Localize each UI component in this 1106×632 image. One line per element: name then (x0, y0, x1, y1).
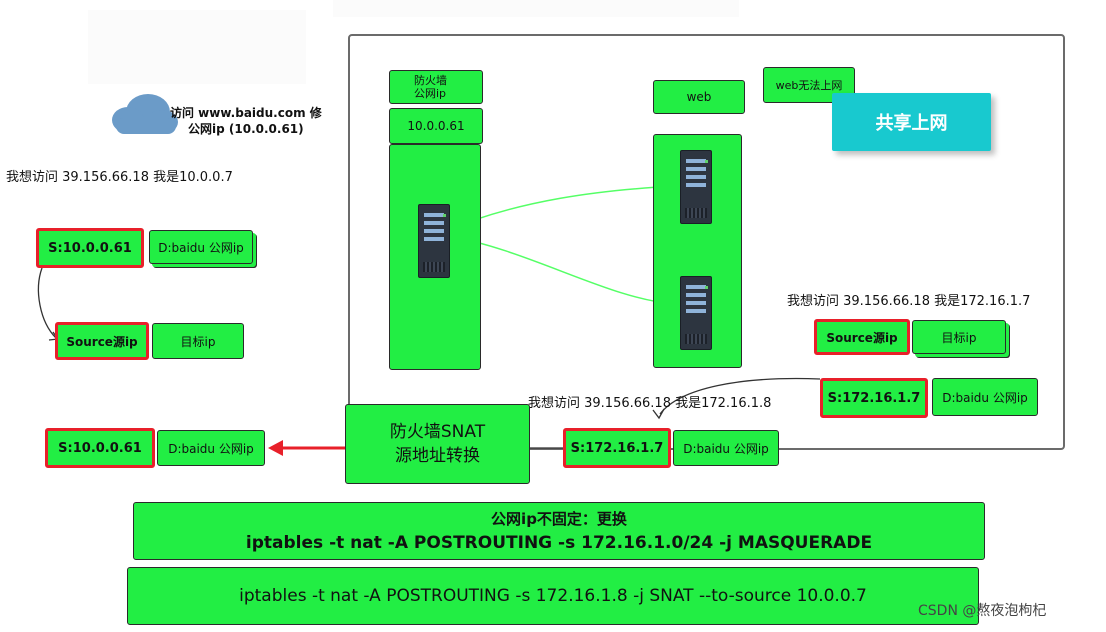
masquerade-command: iptables -t nat -A POSTROUTING -s 172.16… (245, 533, 873, 553)
blank-patch-1 (88, 10, 306, 84)
snat-line1: 防火墙SNAT (389, 422, 486, 442)
firewall-label-line2: 公网ip (414, 87, 447, 100)
left-source-ip-box: S:10.0.0.61 (36, 228, 144, 268)
right-question-text: 我想访问 39.156.66.18 我是172.16.1.7 (787, 294, 1031, 309)
left-target-label-box: 目标ip (152, 323, 244, 359)
link-fw-web1 (447, 185, 677, 231)
right-target-label-box: 目标ip (912, 320, 1006, 354)
command-title: 公网ip不固定：更换 (491, 510, 627, 528)
right-source-label-box: Source源ip (814, 319, 910, 355)
web-label-box: web (653, 80, 745, 114)
snat-box: 防火墙SNAT 源地址转换 (345, 404, 530, 484)
bottom-left-dest-ip-box: D:baidu 公网ip (157, 430, 265, 466)
firewall-label-box: 防火墙 公网ip (389, 70, 483, 104)
snat-command: iptables -t nat -A POSTROUTING -s 172.16… (239, 586, 867, 606)
right-flow-line (659, 377, 821, 415)
right-source-ip-box: S:172.16.1.7 (820, 378, 928, 418)
share-internet-button[interactable]: 共享上网 (832, 93, 991, 151)
cloud-icon (112, 94, 178, 134)
bottom-left-source-ip-box: S:10.0.0.61 (45, 428, 155, 468)
firewall-server-icon (418, 204, 450, 278)
link-fw-web2 (447, 235, 677, 305)
cloud-text-line2: 公网ip (10.0.0.61) (188, 122, 304, 136)
left-flow-line (37, 267, 57, 339)
blank-patch-2 (333, 0, 739, 17)
right-dest-ip-box: D:baidu 公网ip (932, 378, 1038, 416)
left-source-label-box: Source源ip (55, 322, 149, 360)
watermark: CSDN @熬夜泡枸杞 (918, 603, 1047, 619)
firewall-ip-box: 10.0.0.61 (389, 108, 483, 144)
mid-question-text: 我想访问 39.156.66.18 我是172.16.1.8 (528, 396, 772, 411)
mid-dest-ip-box: D:baidu 公网ip (673, 430, 779, 466)
masquerade-command-box: 公网ip不固定：更换 iptables -t nat -A POSTROUTIN… (133, 502, 985, 560)
left-question-text: 我想访问 39.156.66.18 我是10.0.0.7 (6, 170, 233, 185)
snat-command-box: iptables -t nat -A POSTROUTING -s 172.16… (127, 567, 979, 625)
cloud-text-line1: 访问 www.baidu.com 修 (170, 106, 322, 120)
left-dest-ip-box: D:baidu 公网ip (149, 230, 253, 264)
firewall-label-line1: 防火墙 (414, 74, 447, 87)
snat-line2: 源地址转换 (395, 446, 480, 466)
web-note-box: web无法上网 (763, 67, 855, 103)
mid-source-ip-box: S:172.16.1.7 (563, 428, 671, 468)
web-server-icon-1 (680, 150, 712, 224)
web-server-icon-2 (680, 276, 712, 350)
